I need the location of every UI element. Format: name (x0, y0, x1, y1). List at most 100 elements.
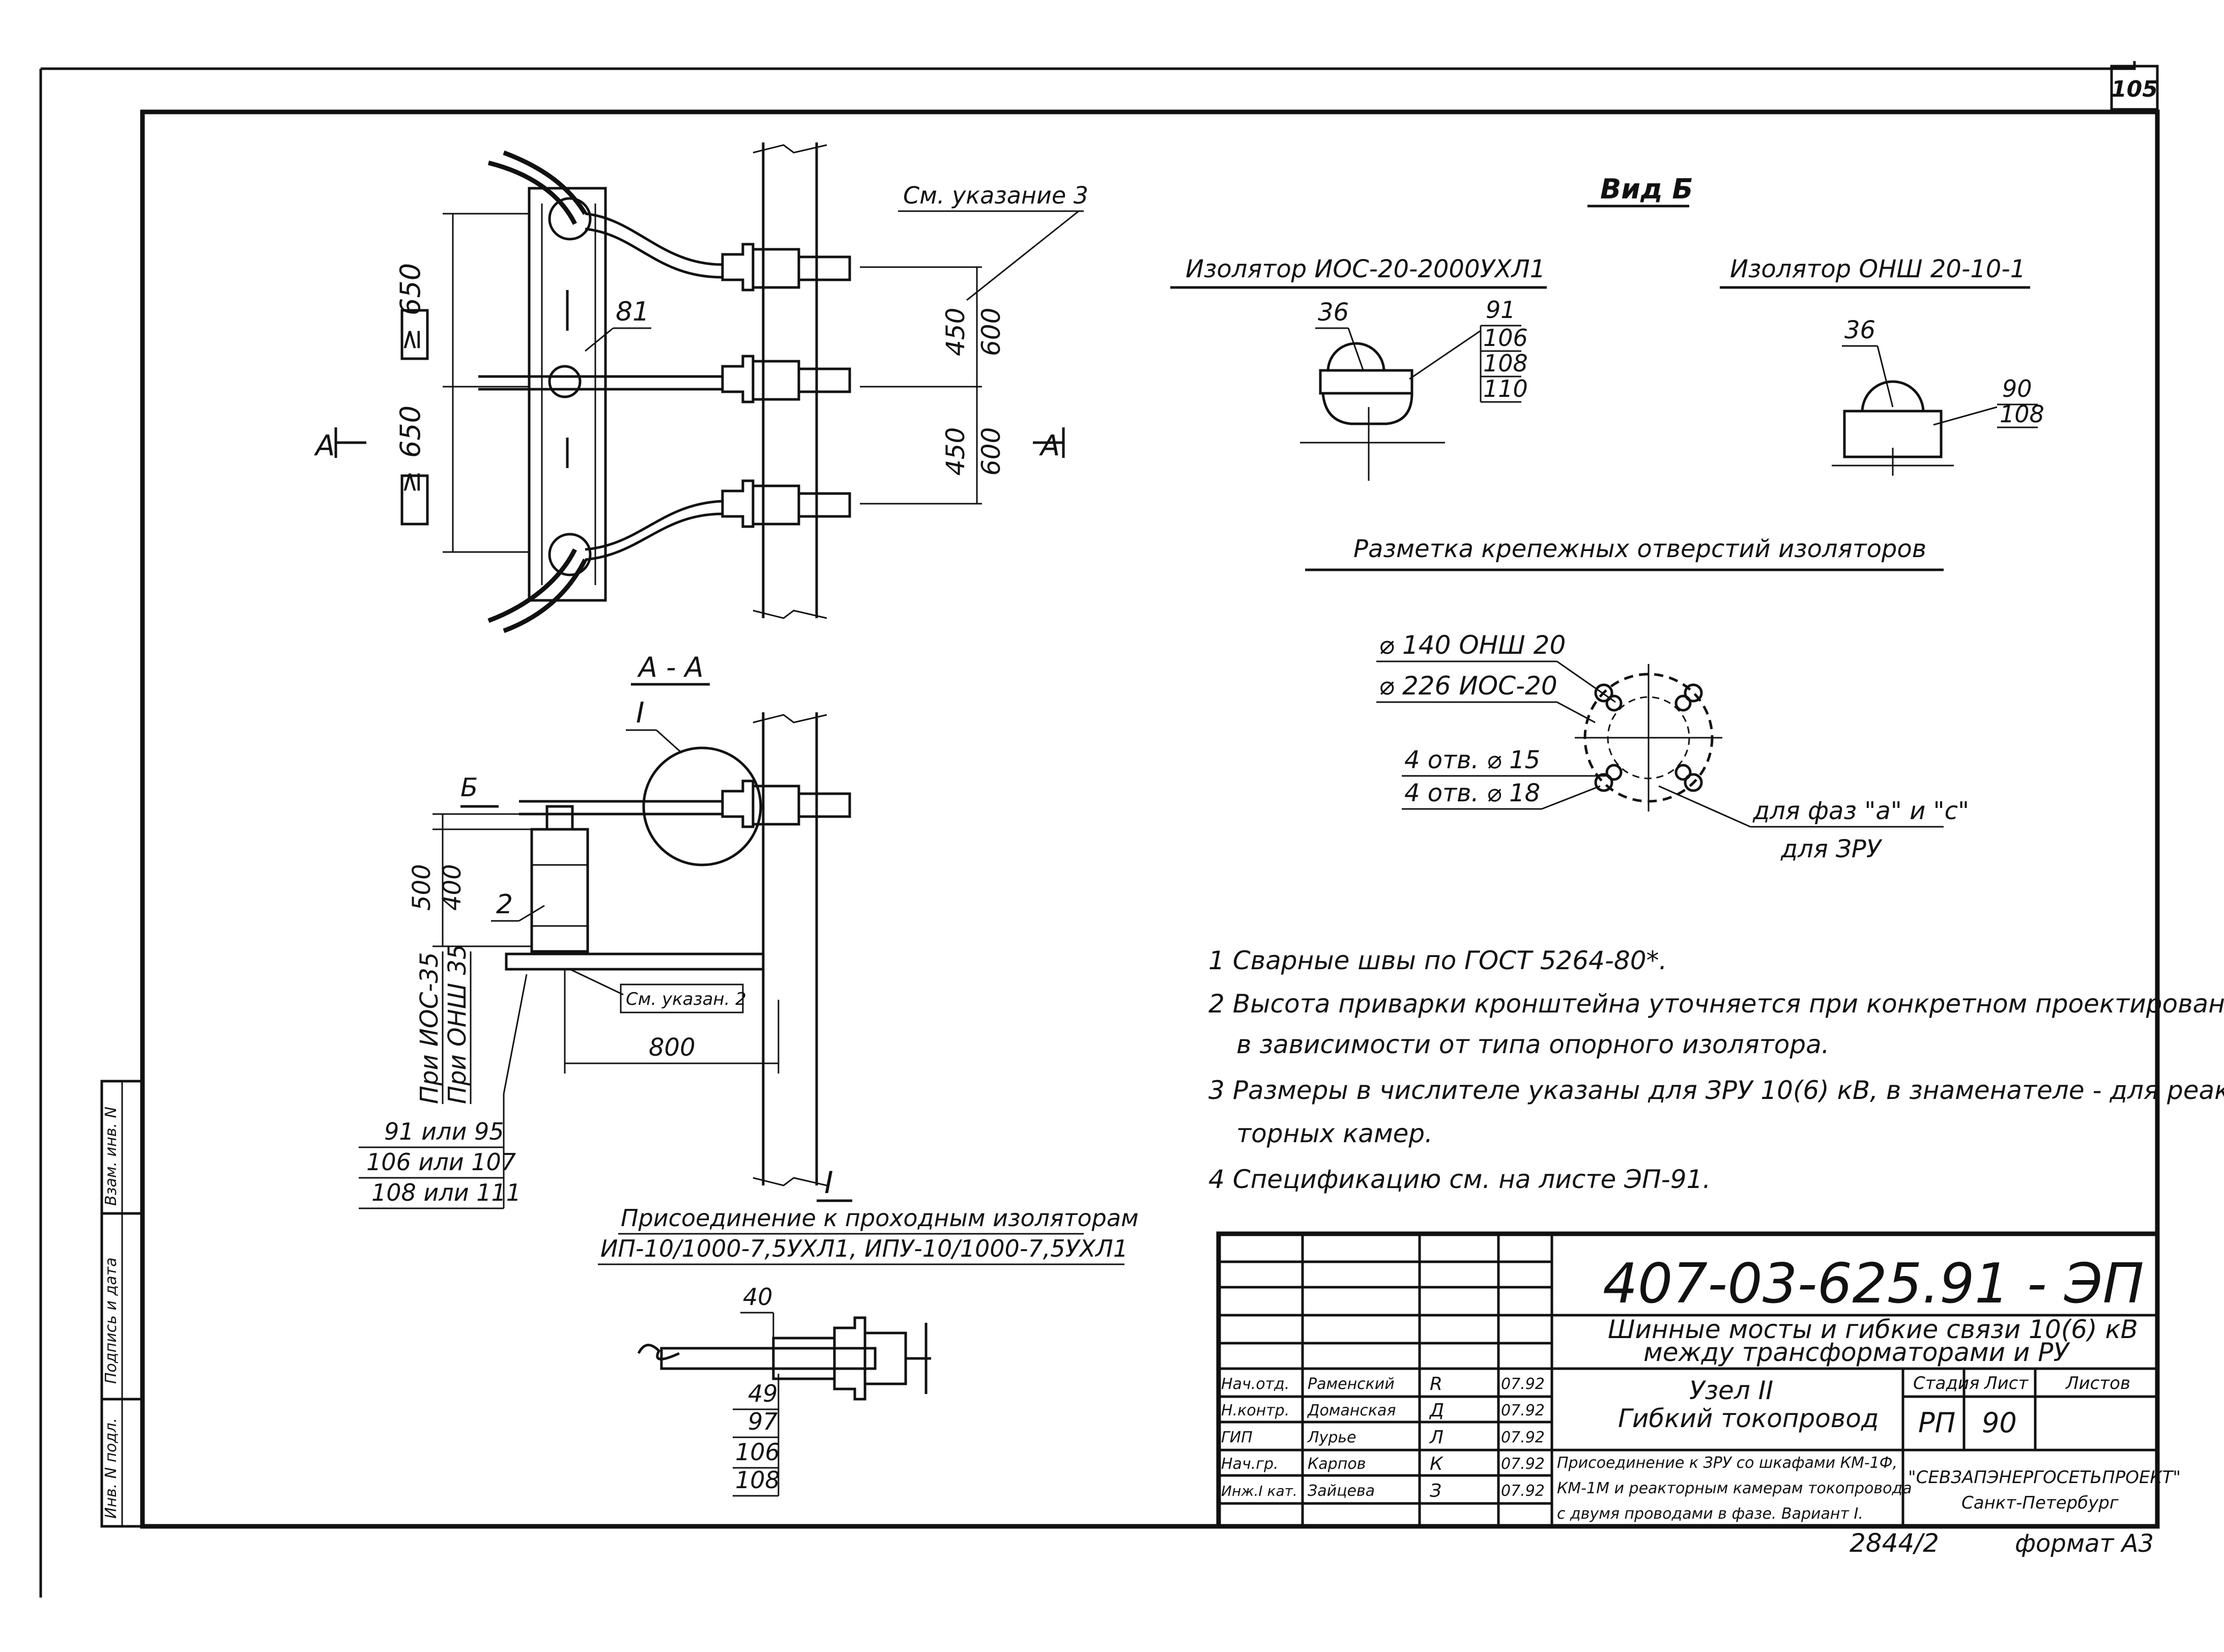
pos-2: 2 (496, 889, 513, 920)
dim-600-a: 600 (976, 308, 1006, 356)
document-code: 407-03-625.91 - ЭП (1603, 1252, 2144, 1316)
view-b: Вид Б Изолятор ИОС-20-2000УХЛ1 36 91 106… (1170, 173, 2044, 481)
sign-2: Д (1429, 1400, 1444, 1421)
name-1: Раменский (1308, 1375, 1395, 1393)
node-i-caption-2: ИП-10/1000-7,5УХЛ1, ИПУ-10/1000-7,5УХЛ1 (600, 1235, 1128, 1262)
view-b-title: Вид Б (1600, 173, 1693, 205)
role-4: Нач.гр. (1221, 1455, 1279, 1473)
iso1-ref-91: 91 (1486, 296, 1516, 324)
dim-800: 800 (649, 1033, 696, 1062)
sign-4: К (1430, 1454, 1443, 1474)
desc-line-2: КМ-1М и реакторным камерам токопровода (1557, 1480, 1912, 1497)
sign-3: Л (1429, 1427, 1443, 1448)
name-4: Карпов (1308, 1455, 1366, 1473)
node-i-title: I (824, 1165, 833, 1201)
dim-600-b: 600 (976, 427, 1006, 476)
marking-holes18: 4 отв. ⌀ 18 (1404, 779, 1540, 807)
sheet-value: 90 (1982, 1407, 2017, 1439)
insulator-bottom (721, 479, 851, 528)
dim-450-b: 450 (941, 427, 970, 476)
stage-header: Стадия (1913, 1373, 1979, 1394)
date-5: 07.92 (1501, 1482, 1545, 1500)
role-1: Нач.отд. (1221, 1375, 1289, 1393)
sheets-header: Листов (2065, 1373, 2130, 1394)
strip-replace-inv: Взам. инв. N (102, 1107, 120, 1206)
top-view-assembly: 650 ≥ 650 ≥ 450 600 450 600 81 А А См. у… (314, 142, 1088, 633)
role-3: ГИП (1221, 1429, 1253, 1446)
date-2: 07.92 (1501, 1402, 1545, 1419)
note-1: 1 Сварные швы по ГОСТ 5264-80*. (1208, 946, 1667, 975)
sign-5: З (1430, 1481, 1441, 1501)
ref-91-95: 91 или 95 (384, 1118, 504, 1145)
document-name-2: между трансформаторами и РУ (1643, 1338, 2070, 1367)
marking-title: Разметка крепежных отверстий изоляторов (1353, 535, 1926, 563)
node-i-ref-40: 40 (743, 1283, 773, 1311)
section-b-mark: Б (460, 773, 478, 802)
iso1-ref-106: 106 (1483, 324, 1528, 352)
dim-400: 400 (438, 864, 467, 911)
node-i-ref-108: 108 (735, 1466, 780, 1494)
note-onsh35: При ОНШ 35 (443, 944, 472, 1104)
node-i-ref-49: 49 (748, 1380, 778, 1407)
insulator-middle (721, 355, 851, 403)
date-1: 07.92 (1501, 1375, 1545, 1393)
see-note-3: См. указание 3 (903, 182, 1088, 209)
name-3: Лурье (1307, 1429, 1356, 1446)
dim-450-a: 450 (941, 308, 970, 356)
iso1-ref-36: 36 (1318, 298, 1349, 327)
insulator-2-title: Изолятор ОНШ 20-10-1 (1730, 255, 2026, 283)
organization-city: Санкт-Петербург (1961, 1493, 2119, 1513)
insulator-1-title: Изолятор ИОС-20-2000УХЛ1 (1186, 255, 1545, 283)
dim-ge-a: ≥ (394, 328, 426, 351)
note-3b: торных камер. (1236, 1119, 1433, 1148)
marking-d140: ⌀ 140 ОНШ 20 (1379, 630, 1566, 660)
title-block: 407-03-625.91 - ЭП Шинные мосты и гибкие… (1216, 1231, 2181, 1529)
iso2-ref-36: 36 (1844, 316, 1875, 344)
desc-line-1: Присоединение к ЗРУ со шкафами КМ-1Ф, (1557, 1454, 1897, 1472)
role-2: Н.контр. (1221, 1402, 1289, 1419)
node-i-caption-1: Присоединение к проходным изоляторам (621, 1204, 1139, 1232)
iso2-ref-90: 90 (2002, 375, 2032, 402)
note-3a: 3 Размеры в числителе указаны для ЗРУ 10… (1208, 1076, 2224, 1105)
insulator-ios-drawing (1300, 342, 1445, 481)
section-aa: А - А I Б 500 400 2 (359, 651, 851, 1209)
node-i-ref-106: 106 (735, 1438, 780, 1466)
dim-500: 500 (408, 864, 436, 911)
date-3: 07.92 (1501, 1429, 1545, 1446)
name-2: Доманская (1307, 1402, 1396, 1419)
note-2a: 2 Высота приварки кронштейна уточняется … (1208, 989, 2224, 1019)
dim-ge-b: ≥ (394, 471, 426, 494)
copy-number: 2844/2 (1850, 1528, 1939, 1558)
document-name-1: Шинные мосты и гибкие связи 10(6) кВ (1608, 1315, 2138, 1344)
strip-inv-orig: Инв. N подл. (102, 1418, 120, 1519)
sheet-frame: 105 2844/2 формат А3 (39, 61, 2160, 1598)
marking-phases: для фаз "а" и "с" (1752, 797, 1969, 825)
dim-650-a: 650 (394, 263, 426, 315)
sign-1: R (1430, 1374, 1442, 1395)
ref-106-107: 106 или 107 (366, 1148, 516, 1176)
see-note-2: См. указан. 2 (626, 989, 746, 1009)
stage-value: РП (1918, 1407, 1955, 1439)
pos-81: 81 (616, 297, 649, 327)
section-node-i: I (636, 697, 645, 730)
iso1-ref-108: 108 (1483, 350, 1528, 377)
insulator-top (721, 243, 851, 292)
section-mark-right: А (1039, 429, 1060, 462)
node-title: Узел II (1689, 1376, 1773, 1405)
sheet-header: Лист (1983, 1373, 2029, 1394)
left-side-strip: Взам. инв. N Подпись и дата Инв. N подл. (100, 1080, 144, 1528)
node-i-detail: I Присоединение к проходным изоляторам И… (598, 1165, 1139, 1497)
notes-block: 1 Сварные швы по ГОСТ 5264-80*. 2 Высота… (1208, 946, 2224, 1194)
organization: "СЕВЗАПЭНЕРГОСЕТЬПРОЕКТ" (1908, 1467, 2181, 1488)
dim-650-b: 650 (394, 405, 426, 458)
role-5: Инж.I кат. (1221, 1483, 1297, 1499)
iso1-ref-110: 110 (1483, 375, 1528, 402)
format-label: формат А3 (2015, 1529, 2154, 1558)
node-name: Гибкий токопровод (1618, 1404, 1879, 1433)
name-5: Зайцева (1308, 1482, 1375, 1500)
node-i-ref-97: 97 (748, 1408, 778, 1435)
marking-zru: для ЗРУ (1780, 835, 1883, 863)
marking-holes15: 4 отв. ⌀ 15 (1404, 746, 1540, 774)
hole-marking: Разметка крепежных отверстий изоляторов … (1305, 535, 1969, 863)
